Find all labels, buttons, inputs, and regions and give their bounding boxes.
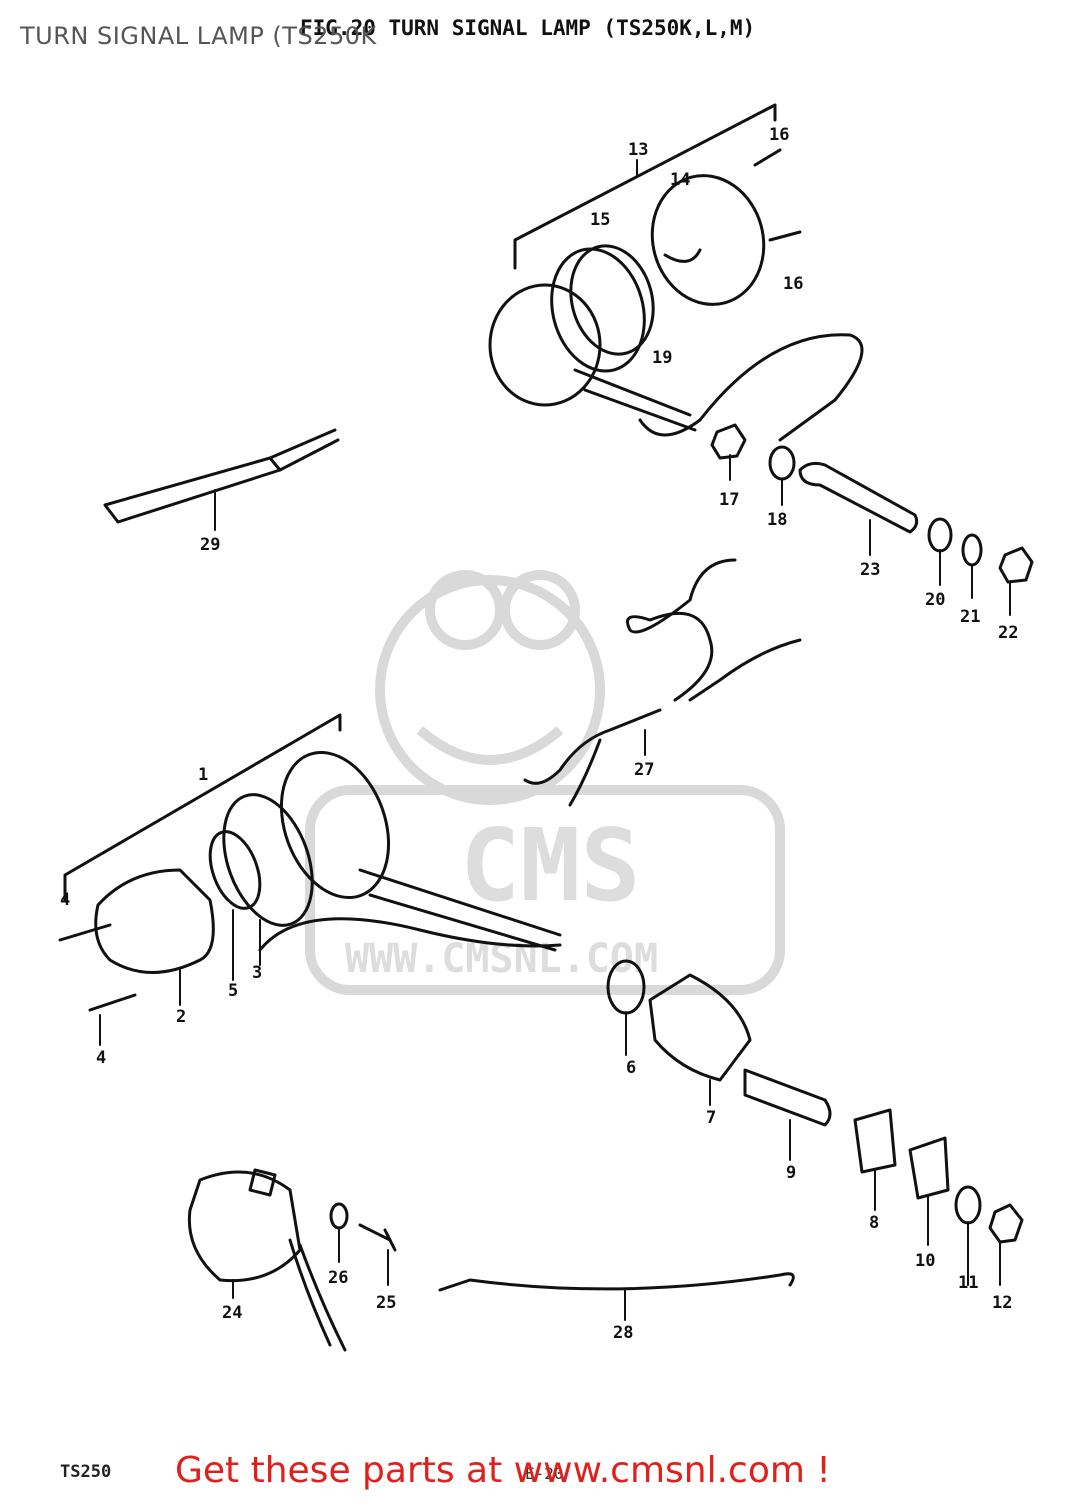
nut-12 (988, 1203, 1024, 1244)
callout-21: 21 (960, 607, 980, 627)
callout-3: 3 (252, 963, 262, 983)
callout-13: 13 (628, 140, 648, 160)
front-turn-signal-assembly (58, 713, 1024, 1244)
callout-27: 27 (634, 760, 654, 780)
screws-4 (58, 923, 137, 1012)
callout-18: 18 (767, 510, 787, 530)
gasket-15 (550, 247, 646, 373)
parts-link[interactable]: Get these parts at www.cmsnl.com ! (175, 1450, 831, 1491)
callout-2: 2 (176, 1007, 186, 1027)
callout-16a: 16 (769, 125, 789, 145)
relay-leads (288, 1238, 347, 1352)
assembly-13-bracket (513, 103, 777, 270)
callout-24: 24 (222, 1303, 242, 1323)
figure-title: FIG.20 TURN SIGNAL LAMP (TS250K,L,M) (300, 16, 756, 40)
callout-9: 9 (786, 1163, 796, 1183)
callout-4a: 4 (96, 1048, 106, 1068)
front-wire (258, 917, 562, 952)
callout-26: 26 (328, 1268, 348, 1288)
relay-bracket (248, 1168, 277, 1197)
callout-29: 29 (200, 535, 220, 555)
watermark-brand: CMS (460, 807, 641, 924)
callout-14: 14 (670, 170, 690, 190)
bolt-23 (798, 461, 919, 534)
nut-17 (710, 423, 747, 460)
cmsnl-watermark (305, 570, 785, 995)
washer-21 (961, 533, 983, 567)
callout-4b: 4 (60, 890, 70, 910)
spacer-9 (743, 1068, 832, 1127)
callout-12: 12 (992, 1293, 1012, 1313)
screws-16 (753, 148, 802, 242)
rear-turn-signal-assembly (488, 103, 1034, 584)
callout-5: 5 (228, 981, 238, 1001)
watermark-badge-frame (305, 785, 785, 995)
callout-labels: 1 2 3 4 4 5 6 7 8 9 10 11 12 13 14 15 16… (60, 125, 1018, 1343)
front-stem (358, 868, 562, 952)
lens-13 (488, 283, 602, 407)
callout-16b: 16 (783, 274, 803, 294)
watermark-mascot-smile (416, 726, 564, 765)
relay-24 (187, 1170, 302, 1283)
callout-6: 6 (626, 1058, 636, 1078)
harness-27-lead-a (626, 558, 737, 702)
washer-20 (927, 517, 953, 553)
callout-1: 1 (198, 765, 208, 785)
harness-27 (523, 558, 802, 807)
page-code: TS250 (60, 1462, 112, 1482)
callout-15: 15 (590, 210, 610, 230)
bolt-25 (358, 1223, 397, 1252)
callout-28: 28 (613, 1323, 633, 1343)
bulb-socket (663, 248, 702, 263)
page-title: TURN SIGNAL LAMP (TS250K (20, 22, 377, 50)
callout-10: 10 (915, 1251, 935, 1271)
callout-20: 20 (925, 590, 945, 610)
housing-1 (279, 750, 391, 900)
plate-8 (853, 1108, 897, 1174)
washer-11 (954, 1185, 982, 1225)
watermark-mascot-head (375, 575, 605, 805)
housing-14 (650, 174, 766, 306)
callout-11: 11 (958, 1273, 978, 1293)
nut-22 (998, 546, 1034, 584)
lamp-wire (638, 333, 864, 442)
callout-23: 23 (860, 560, 880, 580)
diagram-code: E-20 (525, 1464, 564, 1483)
stem (573, 368, 697, 432)
washer-18 (768, 445, 796, 481)
assembly-1-bracket (63, 713, 342, 902)
plate-10 (908, 1136, 950, 1200)
cord-28 (438, 1272, 795, 1292)
harness-27-lead-b (688, 638, 802, 702)
watermark-mascot-goggle-right (500, 570, 580, 650)
callout-19: 19 (652, 348, 672, 368)
tool-29-shaft (268, 428, 340, 472)
flasher-relay (187, 1168, 397, 1352)
harness-27-leads (523, 708, 662, 807)
callout-17: 17 (719, 490, 739, 510)
gasket-19 (569, 244, 655, 356)
tool-29 (103, 428, 340, 524)
callout-25: 25 (376, 1293, 396, 1313)
lens-2 (94, 868, 215, 974)
cover-7 (648, 973, 752, 1082)
callout-22: 22 (998, 623, 1018, 643)
callout-8: 8 (869, 1213, 879, 1233)
callout-7: 7 (706, 1108, 716, 1128)
gasket-3 (222, 793, 314, 927)
tool-29-body (103, 456, 282, 524)
washer-26 (329, 1202, 349, 1230)
leader-lines (99, 159, 1011, 1321)
